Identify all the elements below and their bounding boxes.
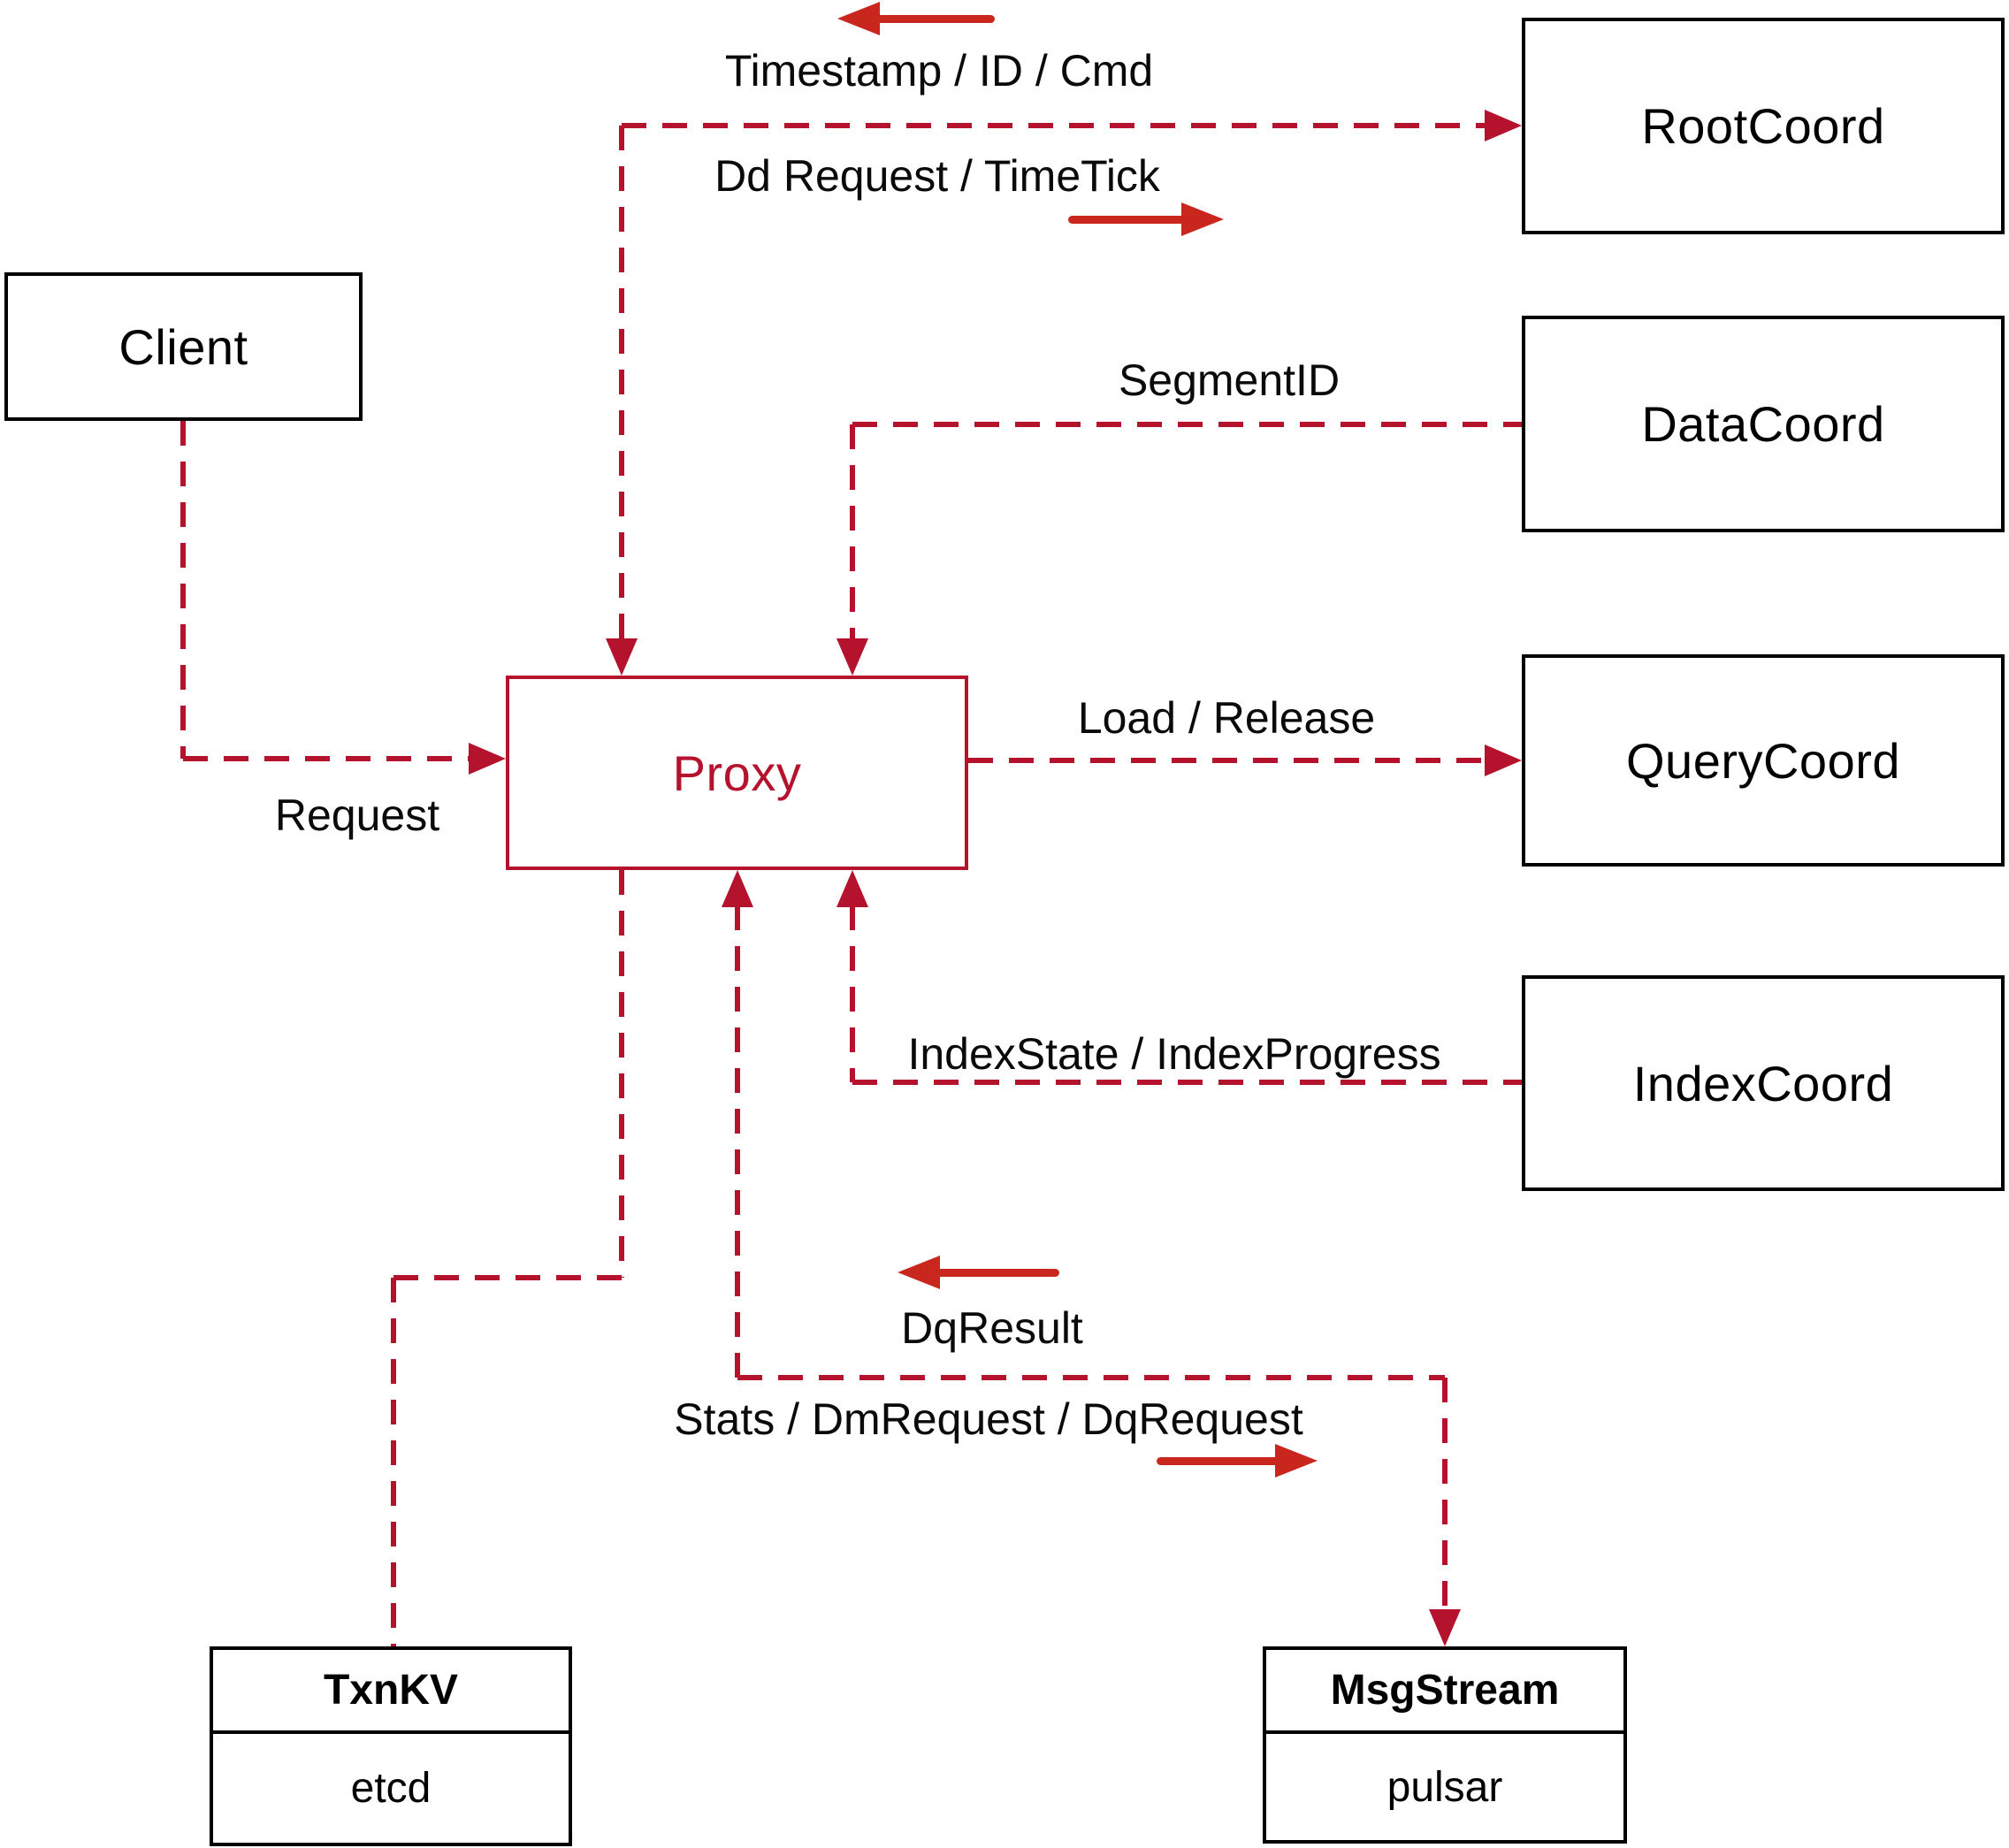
arrowhead-into-proxy-top-left-icon [606, 638, 638, 676]
node-txnkv-impl: etcd [350, 1765, 432, 1812]
label-timestamp-id-cmd: Timestamp / ID / Cmd [724, 46, 1154, 95]
arrowhead-into-proxy-bottom-middle-icon [722, 870, 753, 907]
arrow-head [1181, 202, 1224, 236]
arrow-head [898, 1256, 940, 1289]
node-client-label: Client [118, 318, 248, 375]
arrowhead-into-proxy-left-icon [469, 743, 506, 775]
edge-proxy-rootcoord-horizontal [622, 123, 1486, 128]
arrow-left-icon-timestamp [837, 2, 995, 35]
node-rootcoord-label: RootCoord [1641, 98, 1885, 154]
edge-proxy-msgstream-vertical-right [1442, 1378, 1448, 1611]
label-index-state-progress: IndexState / IndexProgress [907, 1029, 1441, 1079]
arrowhead-into-rootcoord-icon [1485, 110, 1522, 141]
edge-proxy-querycoord-horizontal [968, 758, 1486, 763]
node-proxy: Proxy [506, 676, 968, 870]
node-datacoord-label: DataCoord [1641, 396, 1885, 452]
arrow-right-icon-dd-request [1068, 202, 1224, 236]
label-load-release: Load / Release [1077, 693, 1376, 743]
edge-indexcoord-proxy-horizontal [852, 1080, 1522, 1085]
node-indexcoord-label: IndexCoord [1632, 1055, 1894, 1111]
edge-client-proxy-vertical [180, 421, 186, 759]
arrowhead-into-proxy-top-right-icon [836, 638, 868, 676]
arrow-right-icon-stats [1157, 1444, 1318, 1478]
arrow-shaft [1157, 1457, 1280, 1465]
node-msgstream-impl: pulsar [1386, 1763, 1503, 1811]
node-indexcoord: IndexCoord [1522, 975, 2005, 1191]
label-dd-request-timetick: Dd Request / TimeTick [714, 151, 1160, 201]
node-querycoord: QueryCoord [1522, 654, 2005, 867]
arrow-head [1275, 1444, 1318, 1478]
node-txnkv-title: TxnKV [213, 1650, 569, 1734]
edge-proxy-msgstream-horizontal [737, 1375, 1445, 1380]
node-rootcoord: RootCoord [1522, 18, 2005, 234]
arrowhead-into-msgstream-icon [1429, 1609, 1461, 1646]
label-stats-dmrequest-dqrequest: Stats / DmRequest / DqRequest [674, 1394, 1303, 1444]
arrowhead-into-proxy-bottom-right-icon [836, 870, 868, 907]
node-querycoord-label: QueryCoord [1625, 732, 1901, 789]
node-msgstream: MsgStream pulsar [1263, 1646, 1627, 1844]
edge-client-proxy-horizontal [183, 756, 472, 761]
label-dq-result: DqResult [901, 1303, 1083, 1353]
arrowhead-into-querycoord-icon [1485, 745, 1522, 776]
arrow-left-icon-dq-result [898, 1256, 1059, 1289]
edge-proxy-msgstream-vertical-left [735, 905, 740, 1378]
edge-datacoord-proxy-vertical [850, 424, 855, 640]
arrow-shaft [935, 1269, 1059, 1277]
node-msgstream-title: MsgStream [1266, 1650, 1623, 1734]
edge-datacoord-proxy-horizontal [852, 422, 1522, 427]
edge-proxy-txnkv-horizontal [393, 1275, 622, 1280]
arrow-shaft [875, 15, 995, 23]
label-request: Request [274, 790, 440, 840]
node-client: Client [4, 272, 363, 421]
edge-proxy-txnkv-vertical-top [619, 870, 624, 1278]
edge-indexcoord-proxy-vertical [850, 905, 855, 1082]
edge-proxy-txnkv-vertical-bottom [391, 1278, 396, 1646]
node-datacoord: DataCoord [1522, 316, 2005, 532]
label-segment-id: SegmentID [1118, 355, 1341, 405]
node-txnkv: TxnKV etcd [210, 1646, 572, 1846]
node-proxy-label: Proxy [672, 745, 802, 801]
edge-proxy-rootcoord-vertical [619, 126, 624, 640]
arrow-shaft [1068, 216, 1187, 224]
arrow-head [837, 2, 880, 35]
